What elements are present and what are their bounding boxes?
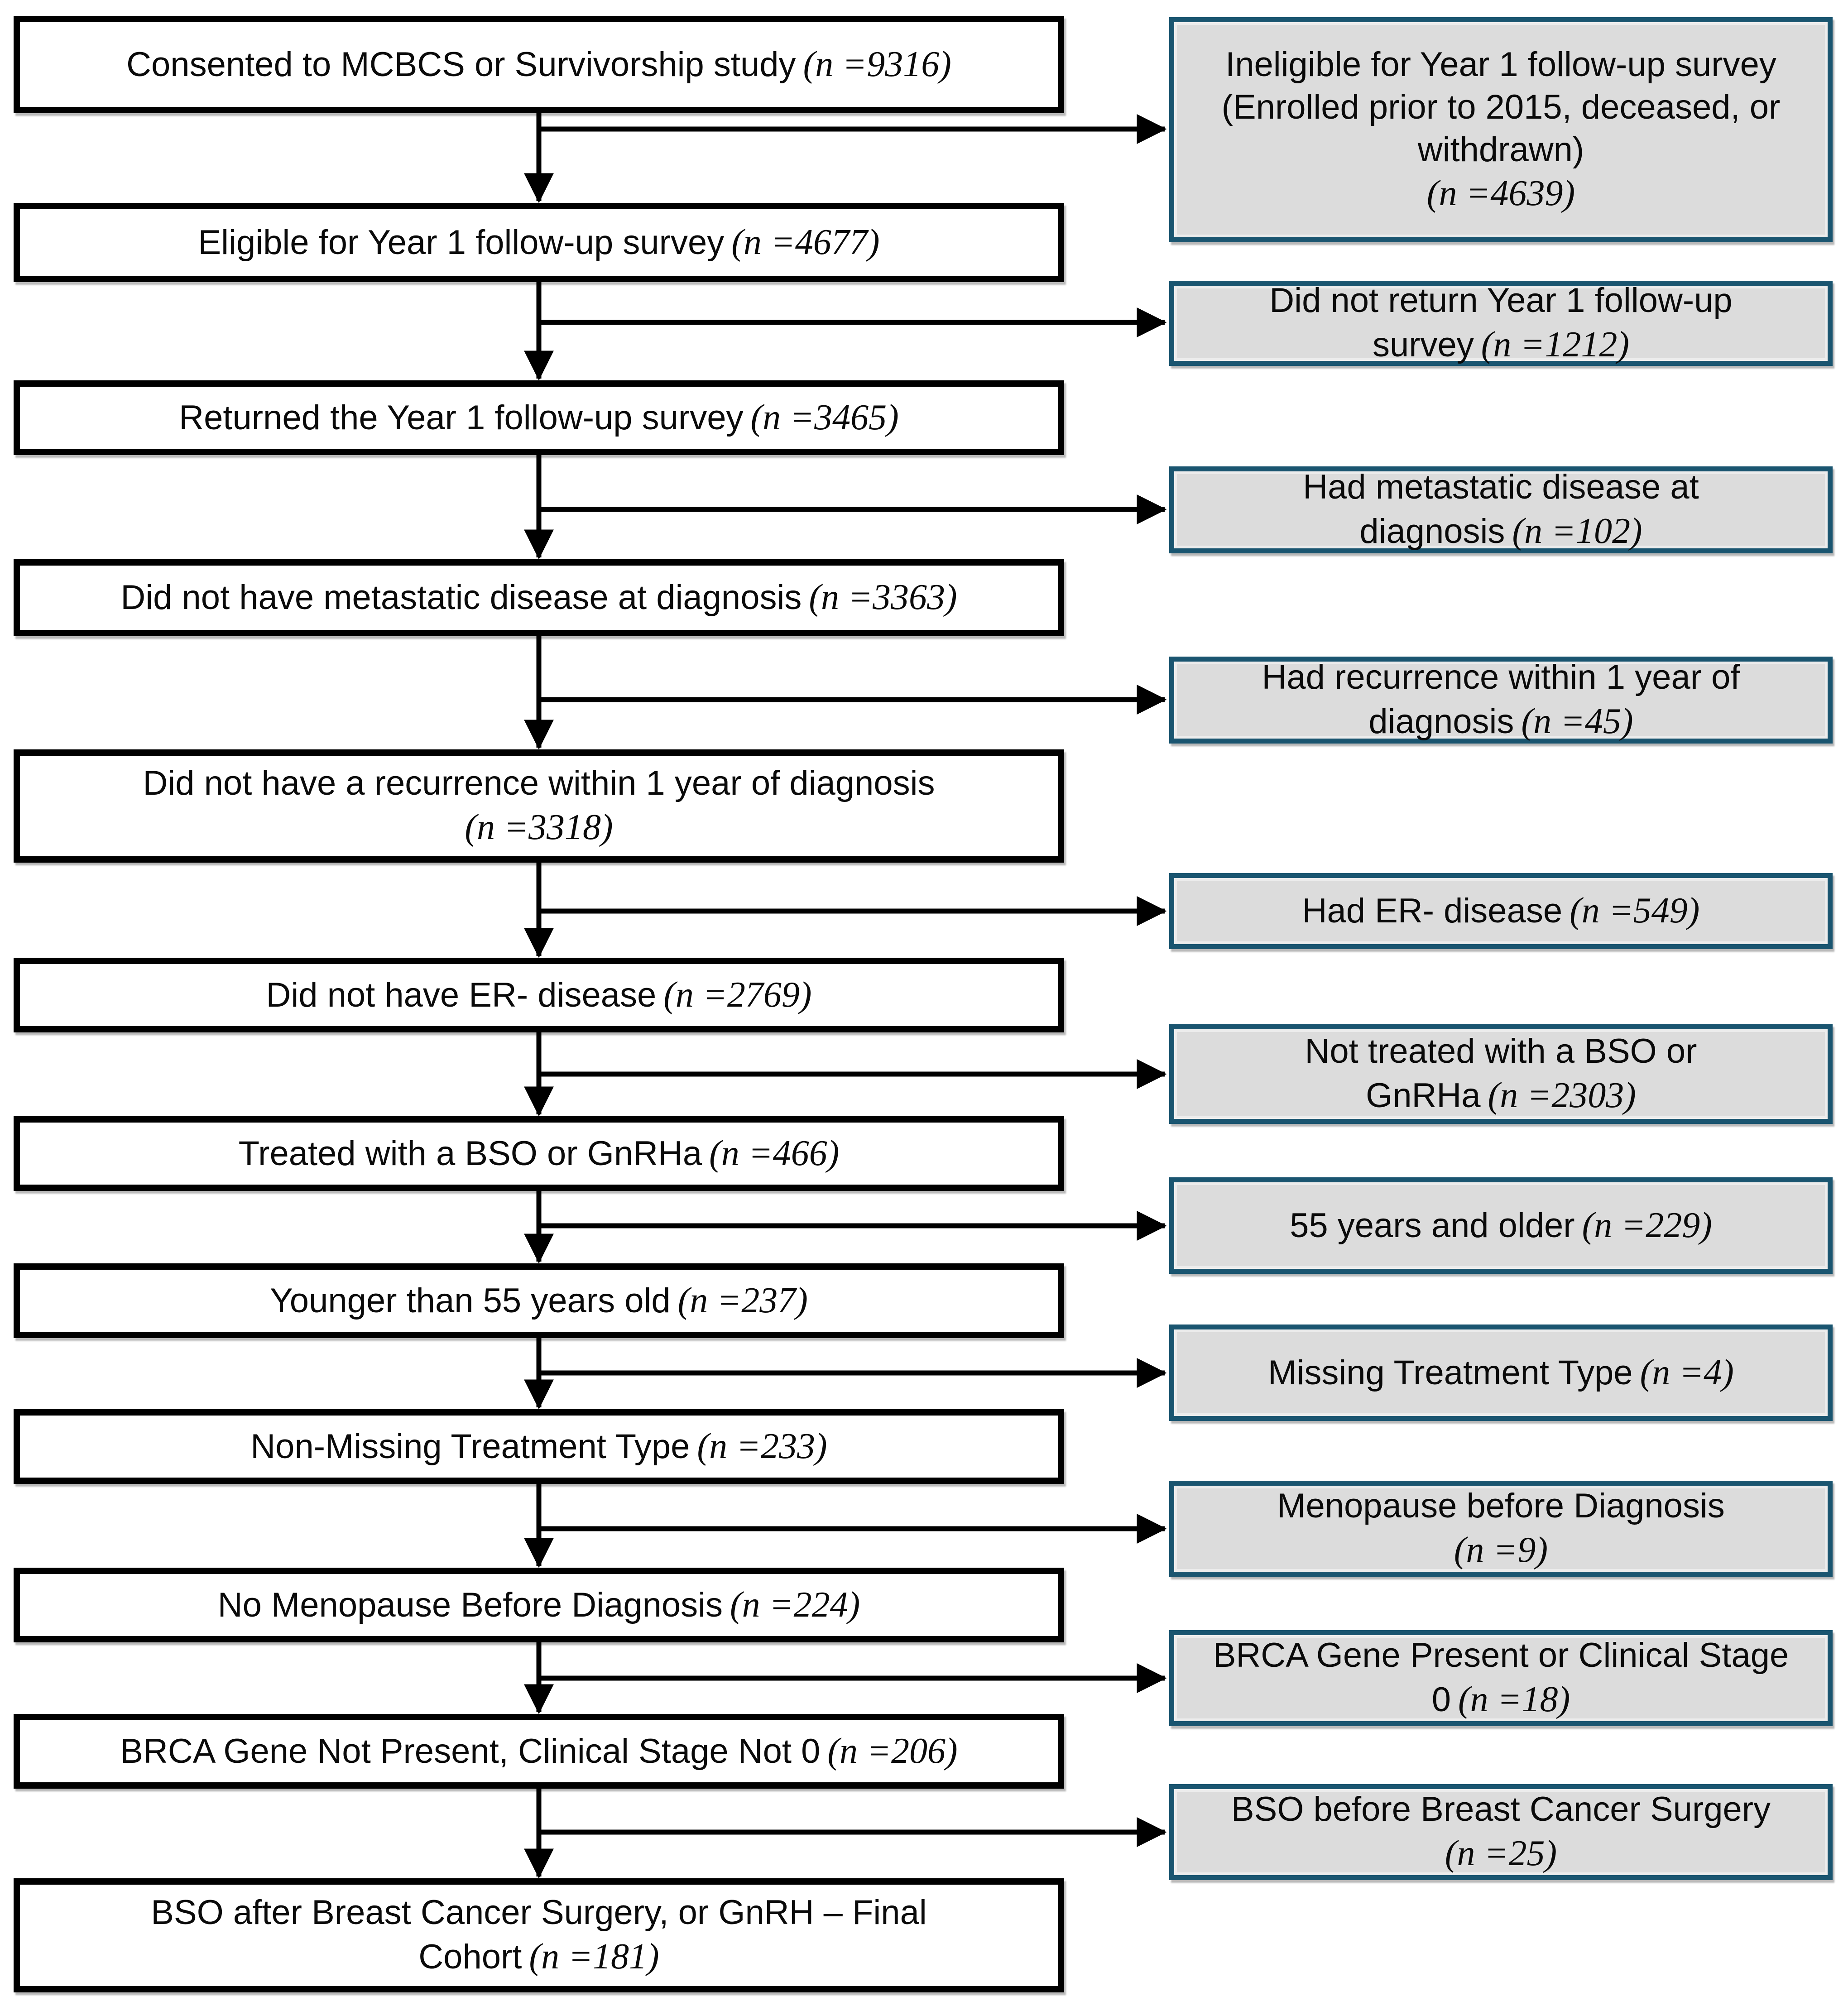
box-n-count: (n =1212)	[1481, 324, 1630, 365]
box-text: Did not return Year 1 follow-up survey(n…	[1197, 279, 1805, 367]
main-box-treated-bso-gnrha: Treated with a BSO or GnRHa(n =466)	[14, 1116, 1064, 1191]
main-box-no-recurrence: Did not have a recurrence within 1 year …	[14, 749, 1064, 863]
box-label: Did not return Year 1 follow-up survey	[1269, 281, 1733, 364]
box-label: Had ER- disease	[1302, 892, 1563, 931]
box-label: Younger than 55 years old	[270, 1281, 671, 1320]
exclusion-box-brca-present: BRCA Gene Present or Clinical Stage 0(n …	[1169, 1630, 1833, 1726]
exclusion-box-not-treated: Not treated with a BSO or GnRHa(n =2303)	[1169, 1024, 1833, 1124]
box-n-count: (n =549)	[1570, 891, 1700, 931]
box-n-count: (n =9)	[1454, 1530, 1548, 1570]
box-text: BSO after Breast Cancer Surgery, or GnRH…	[95, 1891, 983, 1979]
exclusion-box-55-older: 55 years and older(n =229)	[1169, 1177, 1833, 1274]
box-label: BSO before Breast Cancer Surgery	[1231, 1790, 1771, 1829]
main-box-consented: Consented to MCBCS or Survivorship study…	[14, 16, 1064, 113]
box-text: BRCA Gene Not Present, Clinical Stage No…	[47, 1729, 1031, 1774]
box-label: Menopause before Diagnosis	[1277, 1487, 1725, 1526]
box-n-count: (n =45)	[1521, 701, 1633, 741]
box-text: 55 years and older(n =229)	[1197, 1203, 1805, 1248]
box-label: Had metastatic disease at diagnosis	[1303, 468, 1699, 551]
box-label: Returned the Year 1 follow-up survey	[179, 398, 744, 437]
main-box-brca-not-present: BRCA Gene Not Present, Clinical Stage No…	[14, 1714, 1064, 1789]
box-n-count: (n =229)	[1582, 1205, 1712, 1245]
box-label: Missing Treatment Type	[1268, 1353, 1633, 1392]
box-label: Did not have a recurrence within 1 year …	[143, 764, 935, 803]
box-n-count: (n =237)	[677, 1280, 808, 1320]
main-box-final-cohort: BSO after Breast Cancer Surgery, or GnRH…	[14, 1878, 1064, 1992]
box-n-count: (n =18)	[1458, 1679, 1570, 1719]
box-label: BSO after Breast Cancer Surgery, or GnRH…	[151, 1893, 927, 1976]
box-label: No Menopause Before Diagnosis	[217, 1585, 723, 1624]
box-label: Did not have ER- disease	[266, 975, 657, 1014]
box-label: Eligible for Year 1 follow-up survey	[198, 223, 725, 262]
box-text: Returned the Year 1 follow-up survey(n =…	[47, 395, 1031, 440]
box-text: Did not have a recurrence within 1 year …	[47, 762, 1031, 849]
box-n-count: (n =224)	[730, 1584, 860, 1625]
box-n-count: (n =102)	[1512, 511, 1642, 551]
box-n-count: (n =3465)	[750, 397, 899, 437]
box-text: Had metastatic disease at diagnosis(n =1…	[1197, 466, 1805, 553]
exclusion-box-er-negative: Had ER- disease(n =549)	[1169, 873, 1833, 949]
box-label: Treated with a BSO or GnRHa	[238, 1134, 702, 1173]
box-text: Did not have ER- disease(n =2769)	[47, 973, 1031, 1017]
main-box-nonmissing-treatment: Non-Missing Treatment Type(n =233)	[14, 1409, 1064, 1484]
box-text: Did not have metastatic disease at diagn…	[47, 575, 1031, 620]
main-box-younger-55: Younger than 55 years old(n =237)	[14, 1263, 1064, 1338]
box-n-count: (n =2303)	[1488, 1075, 1636, 1115]
box-label: 55 years and older	[1290, 1206, 1575, 1245]
box-n-count: (n =233)	[697, 1426, 827, 1466]
box-text: Had ER- disease(n =549)	[1197, 888, 1805, 933]
box-text: Missing Treatment Type(n =4)	[1197, 1350, 1805, 1395]
box-n-count: (n =3363)	[809, 577, 957, 618]
main-box-no-metastatic: Did not have metastatic disease at diagn…	[14, 559, 1064, 636]
box-n-count: (n =4)	[1640, 1352, 1734, 1392]
box-n-count: (n =206)	[827, 1731, 958, 1771]
box-label: Consented to MCBCS or Survivorship study	[126, 45, 796, 84]
exclusion-box-recurrence: Had recurrence within 1 year of diagnosi…	[1169, 657, 1833, 744]
box-text: Menopause before Diagnosis (n =9)	[1197, 1485, 1805, 1572]
box-text: Younger than 55 years old(n =237)	[47, 1278, 1031, 1323]
box-text: No Menopause Before Diagnosis(n =224)	[47, 1583, 1031, 1627]
box-n-count: (n =466)	[709, 1133, 840, 1173]
box-text: Ineligible for Year 1 follow-up survey (…	[1197, 43, 1805, 216]
box-text: BRCA Gene Present or Clinical Stage 0(n …	[1197, 1634, 1805, 1722]
box-text: Eligible for Year 1 follow-up survey(n =…	[47, 220, 1031, 265]
box-n-count: (n =4639)	[1426, 173, 1575, 214]
box-text: Non-Missing Treatment Type(n =233)	[47, 1424, 1031, 1469]
exclusion-box-menopause: Menopause before Diagnosis (n =9)	[1169, 1481, 1833, 1577]
exclusion-box-not-returned: Did not return Year 1 follow-up survey(n…	[1169, 281, 1833, 366]
exclusion-box-ineligible: Ineligible for Year 1 follow-up survey (…	[1169, 17, 1833, 242]
box-label: Did not have metastatic disease at diagn…	[120, 578, 802, 617]
main-box-eligible-year1: Eligible for Year 1 follow-up survey(n =…	[14, 203, 1064, 282]
box-n-count: (n =181)	[529, 1936, 659, 1977]
box-label: Ineligible for Year 1 follow-up survey (…	[1221, 45, 1781, 169]
box-label: Had recurrence within 1 year of diagnosi…	[1262, 658, 1740, 741]
exclusion-box-metastatic: Had metastatic disease at diagnosis(n =1…	[1169, 466, 1833, 553]
box-text: Treated with a BSO or GnRHa(n =466)	[47, 1131, 1031, 1176]
box-label: BRCA Gene Not Present, Clinical Stage No…	[120, 1732, 821, 1771]
exclusion-box-bso-before: BSO before Breast Cancer Surgery (n =25)	[1169, 1784, 1833, 1880]
main-box-no-er-negative: Did not have ER- disease(n =2769)	[14, 958, 1064, 1032]
box-text: Not treated with a BSO or GnRHa(n =2303)	[1197, 1030, 1805, 1118]
box-label: BRCA Gene Present or Clinical Stage 0	[1213, 1636, 1789, 1719]
box-n-count: (n =25)	[1445, 1833, 1557, 1873]
main-box-no-menopause: No Menopause Before Diagnosis(n =224)	[14, 1568, 1064, 1642]
main-box-returned-survey: Returned the Year 1 follow-up survey(n =…	[14, 380, 1064, 455]
box-n-count: (n =3318)	[465, 807, 613, 847]
box-n-count: (n =9316)	[803, 44, 951, 84]
box-n-count: (n =4677)	[731, 222, 880, 262]
exclusion-box-missing-treatment: Missing Treatment Type(n =4)	[1169, 1325, 1833, 1421]
box-text: Had recurrence within 1 year of diagnosi…	[1197, 656, 1805, 744]
box-n-count: (n =2769)	[663, 974, 812, 1015]
box-text: BSO before Breast Cancer Surgery (n =25)	[1197, 1788, 1805, 1876]
box-label: Not treated with a BSO or GnRHa	[1305, 1032, 1697, 1115]
box-label: Non-Missing Treatment Type	[250, 1427, 690, 1466]
box-text: Consented to MCBCS or Survivorship study…	[47, 42, 1031, 87]
